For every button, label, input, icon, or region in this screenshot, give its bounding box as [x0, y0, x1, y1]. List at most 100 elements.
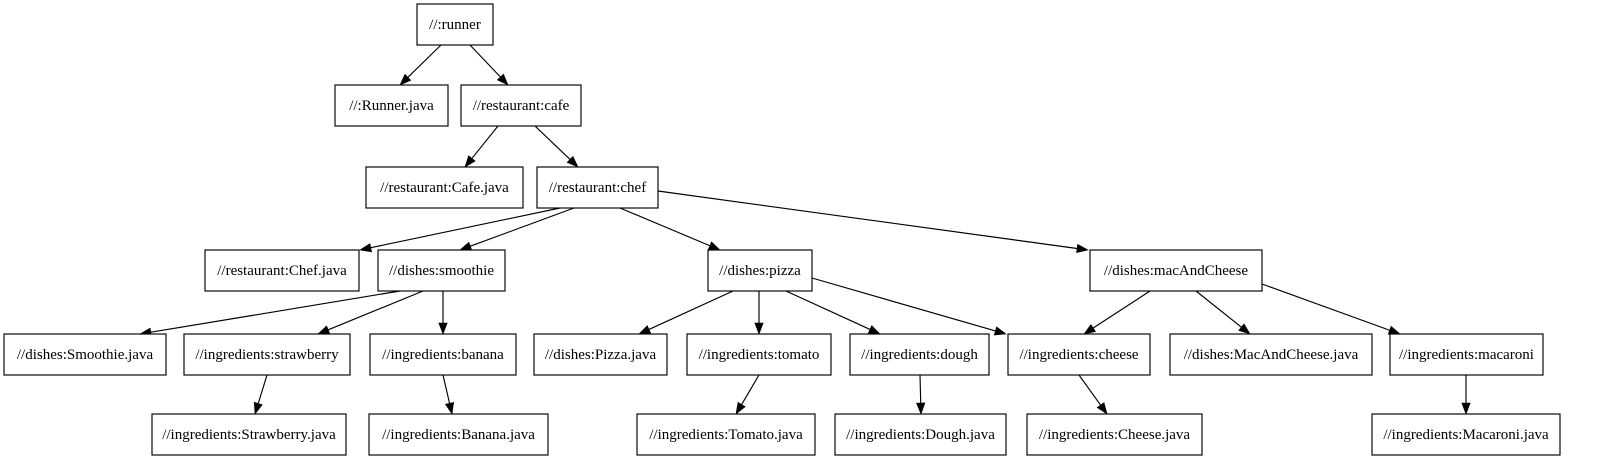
- graph-node-chef_java[interactable]: //restaurant:Chef.java: [204, 249, 360, 292]
- edge-restaurant_chef-to-chef_java: [359, 207, 561, 253]
- graph-node-dough[interactable]: //ingredients:dough: [849, 333, 990, 376]
- node-label: //restaurant:chef: [549, 180, 646, 196]
- node-box[interactable]: [369, 333, 517, 376]
- graph-node-macaroni_java[interactable]: //ingredients:Macaroni.java: [1371, 413, 1561, 456]
- edge-banana-to-banana_java: [442, 374, 454, 415]
- edge-line: [471, 125, 499, 159]
- node-label: //dishes:Pizza.java: [545, 347, 657, 363]
- edge-line: [741, 374, 760, 405]
- node-box[interactable]: [636, 413, 816, 456]
- graph-node-dishes_macandchee[interactable]: //dishes:macAndCheese: [1089, 249, 1263, 292]
- graph-node-strawberry_java[interactable]: //ingredients:Strawberry.java: [151, 413, 347, 456]
- arrowhead-icon: [317, 325, 331, 335]
- node-box[interactable]: [183, 333, 351, 376]
- arrowhead-icon: [359, 243, 373, 253]
- edge-restaurant_cafe-to-cafe_java: [464, 125, 499, 168]
- arrowhead-icon: [1387, 325, 1401, 335]
- graph-node-pizza_java[interactable]: //dishes:Pizza.java: [533, 333, 668, 376]
- edge-runner-to-restaurant_cafe: [469, 44, 509, 86]
- node-box[interactable]: [834, 413, 1007, 456]
- graph-node-cafe_java[interactable]: //restaurant:Cafe.java: [365, 166, 524, 209]
- node-box[interactable]: [377, 249, 506, 292]
- node-label: //dishes:MacAndCheese.java: [1184, 347, 1359, 363]
- graph-node-dough_java[interactable]: //ingredients:Dough.java: [834, 413, 1007, 456]
- graph-node-smoothie_java[interactable]: //dishes:Smoothie.java: [3, 333, 167, 376]
- node-box[interactable]: [334, 84, 449, 127]
- node-box[interactable]: [460, 84, 582, 127]
- node-label: //ingredients:Banana.java: [382, 427, 535, 443]
- edge-line: [1078, 374, 1102, 406]
- node-label: //:Runner.java: [349, 98, 434, 114]
- edge-line: [919, 374, 922, 404]
- node-label: //dishes:smoothie: [389, 263, 494, 279]
- edge-dishes_pizza-to-cheese: [811, 277, 1007, 336]
- node-label: //ingredients:Tomato.java: [649, 427, 803, 443]
- node-box[interactable]: [686, 333, 832, 376]
- graph-node-runner_java[interactable]: //:Runner.java: [334, 84, 449, 127]
- arrowhead-icon: [1076, 243, 1089, 254]
- graph-node-macandcheese_java[interactable]: //dishes:MacAndCheese.java: [1169, 333, 1373, 376]
- edge-line: [785, 290, 871, 330]
- arrowhead-icon: [916, 402, 926, 415]
- node-box[interactable]: [1089, 249, 1263, 292]
- edge-dishes_pizza-to-dough: [785, 290, 881, 335]
- graph-node-strawberry[interactable]: //ingredients:strawberry: [183, 333, 351, 376]
- node-box[interactable]: [3, 333, 167, 376]
- edge-dishes_macandchee-to-macandcheese_java: [1195, 290, 1251, 335]
- edge-line: [407, 44, 442, 78]
- graph-node-restaurant_chef[interactable]: //restaurant:chef: [536, 166, 659, 209]
- node-label: //restaurant:Chef.java: [217, 263, 347, 279]
- node-label: //restaurant:Cafe.java: [380, 180, 509, 196]
- arrowhead-icon: [399, 73, 412, 86]
- graph-node-tomato[interactable]: //ingredients:tomato: [686, 333, 832, 376]
- graph-node-macaroni[interactable]: //ingredients:macaroni: [1389, 333, 1544, 376]
- node-box[interactable]: [1371, 413, 1561, 456]
- arrowhead-icon: [438, 322, 448, 335]
- graph-node-banana_java[interactable]: //ingredients:Banana.java: [368, 413, 549, 456]
- edge-line: [150, 290, 401, 333]
- graph-node-restaurant_cafe[interactable]: //restaurant:cafe: [460, 84, 582, 127]
- edge-restaurant_cafe-to-restaurant_chef: [534, 125, 579, 168]
- edge-line: [648, 290, 734, 330]
- graph-node-cheese[interactable]: //ingredients:cheese: [1007, 333, 1151, 376]
- graph-node-runner[interactable]: //:runner: [416, 3, 494, 46]
- edge-strawberry-to-strawberry_java: [253, 374, 268, 415]
- node-box[interactable]: [416, 3, 494, 46]
- edge-line: [619, 207, 711, 247]
- node-label: //dishes:Smoothie.java: [17, 347, 154, 363]
- graph-node-dishes_pizza[interactable]: //dishes:pizza: [707, 249, 813, 292]
- edge-line: [1195, 290, 1242, 328]
- node-box[interactable]: [151, 413, 347, 456]
- node-box[interactable]: [849, 333, 990, 376]
- graph-node-dishes_smoothie[interactable]: //dishes:smoothie: [377, 249, 506, 292]
- edge-dishes_pizza-to-tomato: [754, 291, 764, 335]
- edge-dishes_pizza-to-pizza_java: [638, 290, 734, 335]
- arrowhead-icon: [464, 155, 476, 168]
- node-box[interactable]: [536, 166, 659, 209]
- node-label: //ingredients:Cheese.java: [1039, 427, 1191, 443]
- node-box[interactable]: [1169, 333, 1373, 376]
- node-box[interactable]: [533, 333, 668, 376]
- node-box[interactable]: [707, 249, 813, 292]
- graph-node-cheese_java[interactable]: //ingredients:Cheese.java: [1026, 413, 1203, 456]
- node-box[interactable]: [1007, 333, 1151, 376]
- arrowhead-icon: [444, 401, 454, 415]
- edge-line: [1261, 283, 1390, 331]
- arrowhead-icon: [867, 325, 881, 335]
- edge-line: [811, 277, 996, 332]
- node-box[interactable]: [365, 166, 524, 209]
- node-box[interactable]: [1026, 413, 1203, 456]
- edge-runner-to-runner_java: [399, 44, 442, 86]
- node-box[interactable]: [204, 249, 360, 292]
- node-box[interactable]: [1389, 333, 1544, 376]
- graph-node-banana[interactable]: //ingredients:banana: [369, 333, 517, 376]
- node-label: //ingredients:banana: [382, 347, 504, 363]
- edge-line: [657, 190, 1078, 250]
- edge-dough-to-dough_java: [916, 374, 926, 415]
- graph-node-tomato_java[interactable]: //ingredients:Tomato.java: [636, 413, 816, 456]
- edge-macaroni-to-macaroni_java: [1461, 375, 1471, 415]
- node-box[interactable]: [368, 413, 549, 456]
- node-label: //dishes:pizza: [719, 263, 801, 279]
- edge-line: [470, 207, 575, 247]
